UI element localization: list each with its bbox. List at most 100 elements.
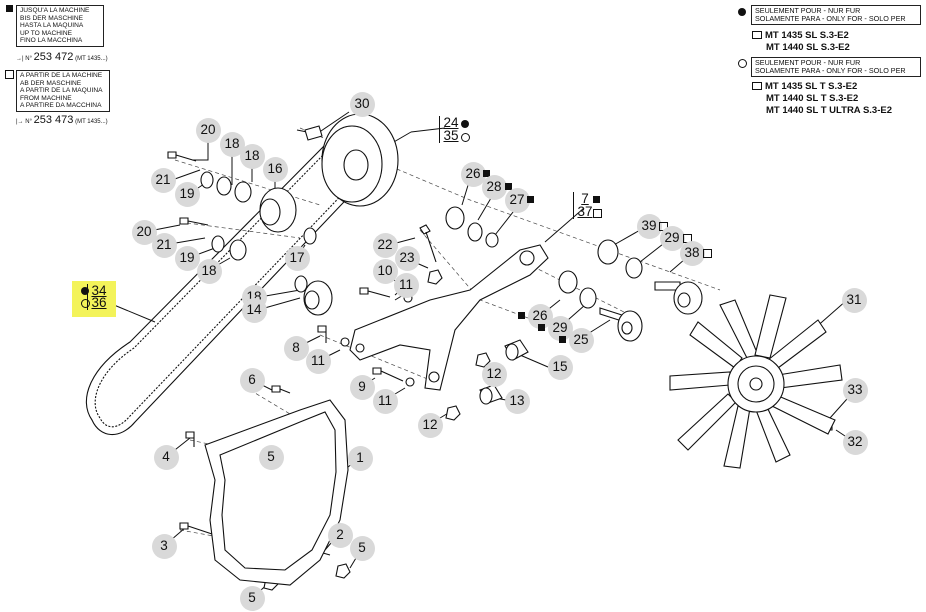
model-line: MT 1435 SL T S.3-E2 [752, 81, 857, 92]
callout-bubble [175, 246, 200, 271]
callout-bubble [394, 273, 419, 298]
filled-circle-marker [81, 287, 89, 295]
hollow-square-marker [752, 82, 762, 91]
callout-number-2: 2 [336, 527, 344, 542]
callout-bubble [373, 389, 398, 414]
callout-bubble [240, 368, 265, 393]
bolts [167, 125, 833, 556]
callout-number-5: 5 [358, 540, 366, 555]
serial-prefix: N° [25, 119, 32, 125]
hollow-square-marker [703, 249, 712, 258]
callout-number-14: 14 [246, 302, 262, 317]
callout-bubble [350, 92, 375, 117]
callout-bubble [482, 175, 507, 200]
callout-bubble [418, 413, 443, 438]
callout-bubble [548, 355, 573, 380]
serial-note: (MT 1435...) [75, 56, 108, 62]
filled-square-marker [593, 196, 600, 203]
highlight-34-36 [72, 281, 116, 317]
callout-number-22: 22 [377, 237, 393, 252]
callout-bubble [395, 246, 420, 271]
legend-line: SEULEMENT POUR - NUR FUR [755, 58, 861, 67]
serial-number: 253 473 [33, 114, 74, 126]
model-name: MT 1440 SL S.3-E2 [766, 42, 850, 53]
callout-number-35: 35 [439, 129, 462, 143]
serial-number: 253 472 [33, 51, 74, 63]
callout-bubble [328, 523, 353, 548]
callout-number-20: 20 [200, 122, 216, 137]
legend-line: A PARTIR DE LA MACHINE [20, 72, 103, 79]
callout-number-1: 1 [356, 450, 364, 465]
idler-16 [259, 187, 297, 233]
model-name: MT 1435 SL S.3-E2 [765, 30, 849, 41]
callout-number-6: 6 [248, 372, 256, 387]
callout-bubble [152, 233, 177, 258]
hollow-circle-marker [461, 133, 470, 142]
callout-bubble [680, 241, 705, 266]
callout-bubble [259, 445, 284, 470]
callout-number-30: 30 [354, 96, 370, 111]
callout-number-33: 33 [847, 382, 863, 397]
callout-bubble [306, 349, 331, 374]
callout-number-21: 21 [156, 237, 172, 252]
callout-number-28: 28 [486, 179, 502, 194]
callout-number-36: 36 [87, 296, 110, 310]
legend-line: SOLAMENTE PARA - ONLY FOR - SOLO PER [755, 66, 906, 76]
small-rings [200, 171, 825, 423]
legend-box-up-to-machine: JUSQU'A LA MACHINE BIS DER MASCHINE HAST… [16, 5, 104, 47]
filled-circle-marker [738, 8, 746, 16]
legend-line: FINO LA MACCHINA [20, 37, 83, 45]
callout-number-16: 16 [267, 161, 283, 176]
callout-bubble [637, 214, 662, 239]
callout-bubble [843, 378, 868, 403]
callout-number-37: 37 [573, 205, 596, 219]
tensioner-bracket-7 [349, 244, 549, 391]
callout-bubble [196, 118, 221, 143]
bushings [479, 339, 529, 405]
filled-square-marker [6, 5, 13, 12]
callout-number-12: 12 [486, 366, 502, 381]
callout-number-29: 29 [552, 320, 568, 335]
callout-bubble [175, 182, 200, 207]
arrow-icon: |→ [16, 119, 24, 125]
model-line: MT 1435 SL S.3-E2 [752, 30, 849, 41]
fan-shroud-1 [204, 399, 349, 586]
callout-number-32: 32 [847, 434, 863, 449]
callout-number-11: 11 [398, 277, 413, 292]
filled-square-marker [483, 170, 490, 177]
callout-bubble [154, 445, 179, 470]
callout-bubble [461, 162, 486, 187]
callout-number-19: 19 [179, 186, 195, 201]
legend-line: HASTA LA MAQUINA [20, 22, 84, 30]
model-name: MT 1440 SL T S.3-E2 [766, 93, 859, 104]
shaft-hub-25 [599, 307, 643, 342]
model-line: MT 1440 SL T S.3-E2 [766, 93, 858, 104]
callout-number-9: 9 [358, 379, 366, 394]
callout-bubble [240, 144, 265, 169]
legend-box-from-machine: A PARTIR DE LA MACHINE AB DER MASCHINE A… [16, 70, 110, 112]
callout-number-12: 12 [422, 417, 438, 432]
callout-number-23: 23 [399, 250, 415, 265]
legend-line: SEULEMENT POUR - NUR FUR [755, 6, 861, 15]
callout-bubble [350, 375, 375, 400]
callout-bubble [152, 534, 177, 559]
callout-bubble [505, 188, 530, 213]
callout-number-39: 39 [641, 218, 657, 233]
hollow-circle-marker [738, 59, 747, 68]
callout-number-5: 5 [248, 590, 256, 605]
callout-number-31: 31 [846, 292, 862, 307]
callout-bubble [843, 430, 868, 455]
callout-bubble [151, 168, 176, 193]
callout-bubble [242, 298, 267, 323]
callout-number-10: 10 [377, 263, 393, 278]
callout-bubble [505, 389, 530, 414]
hollow-square-marker [593, 209, 602, 218]
callout-number-8: 8 [292, 340, 300, 355]
model-line: MT 1440 SL T ULTRA S.3-E2 [766, 105, 892, 116]
arrow-icon: →| [16, 56, 24, 62]
callout-number-11: 11 [377, 393, 392, 408]
callout-number-18: 18 [201, 263, 217, 278]
model-line: MT 1440 SL S.3-E2 [766, 42, 850, 53]
callout-number-3: 3 [160, 538, 168, 553]
callout-number-18: 18 [244, 148, 260, 163]
